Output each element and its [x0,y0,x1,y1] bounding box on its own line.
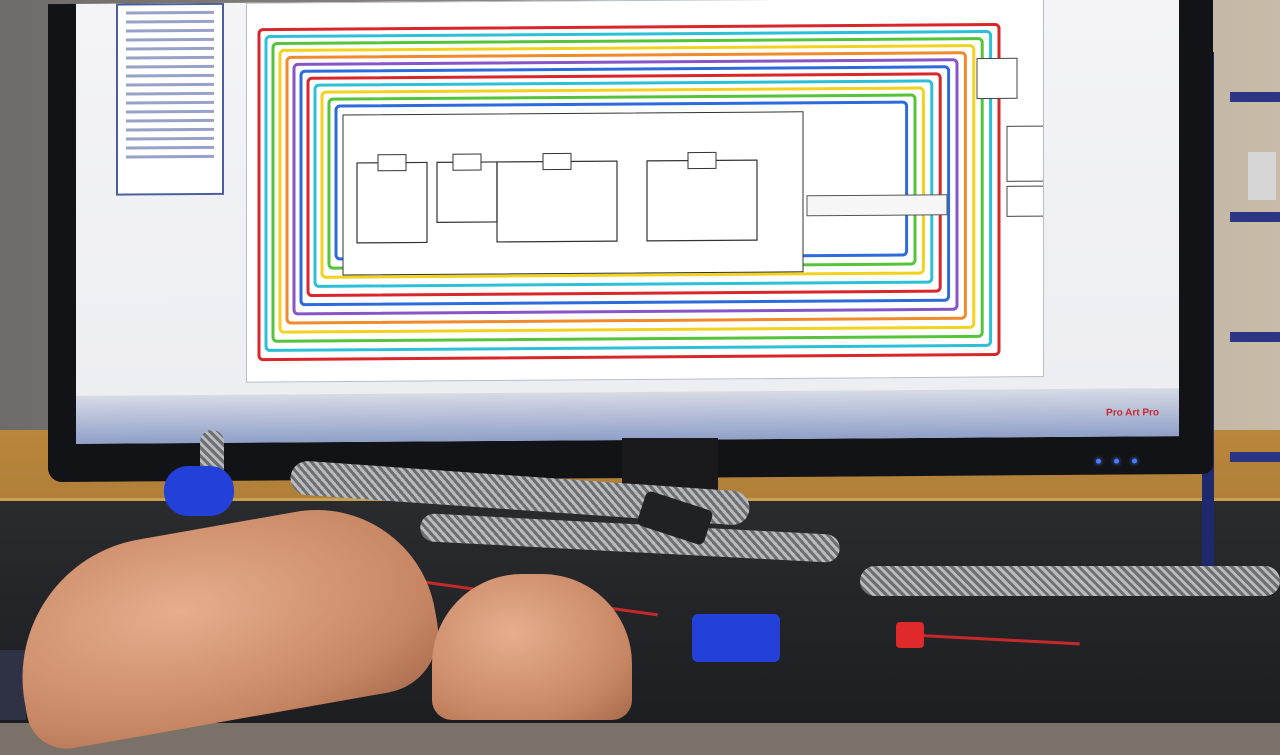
red-crimp-terminal [896,622,924,648]
status-led [1132,458,1137,464]
wire-loop [306,72,942,298]
connector-block [1006,185,1048,217]
braided-cable-harness [860,566,1280,596]
monitor-brand-label: Pro Art Pro [1106,407,1159,419]
wire-loop [257,22,1001,362]
wire-loop [299,65,951,307]
component-symbol [542,152,572,171]
wire-loop [292,58,959,316]
connector-block [1006,125,1048,182]
schematic-region [342,111,804,276]
blue-connector [164,466,234,516]
component-symbol [377,154,407,172]
wire-loop [313,79,934,288]
wire-loop [264,30,993,352]
monitor: Pro Art Pro [48,0,1213,483]
taskbar: Pro Art Pro [76,388,1179,444]
component-list-panel[interactable] [116,2,224,196]
wiring-diagram-canvas[interactable] [246,0,1048,383]
wire-loop [278,44,976,334]
wiring-diagram [257,22,1048,362]
wire-loop [285,51,967,325]
blue-connector [692,614,780,662]
terminal-strip [806,194,948,217]
wire-loop [320,86,925,279]
right-hand [432,574,632,720]
connector-block [976,57,1018,100]
component-symbol [452,153,482,171]
power-led [1096,458,1101,464]
component-symbol [687,151,717,170]
status-led [1114,458,1119,464]
wire-loop [271,37,984,343]
monitor-screen[interactable]: Pro Art Pro [76,0,1179,444]
